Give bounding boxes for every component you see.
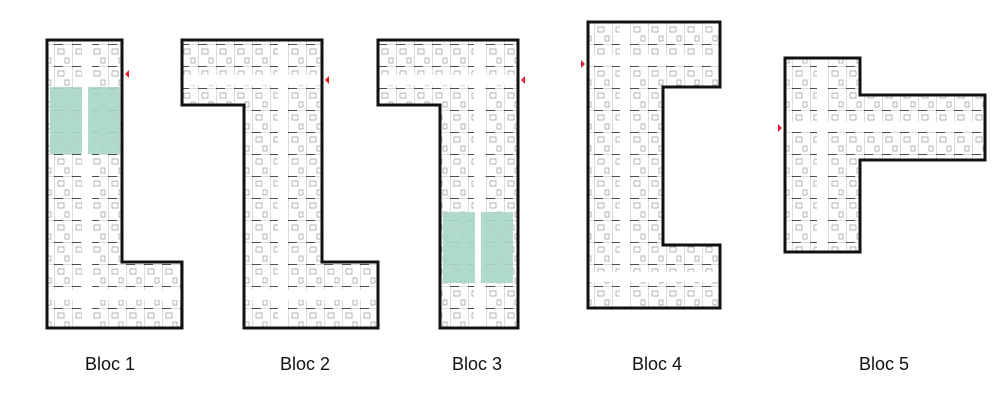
bloc-5-outer-wall	[783, 56, 987, 254]
bloc-1-outer-wall	[45, 38, 184, 330]
bloc-4-entrance-marker-icon	[581, 60, 585, 68]
bloc-1-corridor	[47, 290, 182, 300]
bloc-4-outer-wall	[586, 20, 722, 310]
bloc-5-corridor	[785, 122, 985, 132]
bloc-5-label: Bloc 5	[858, 354, 910, 374]
bloc-3-label: Bloc 3	[451, 354, 503, 374]
bloc-5-floor-plan	[785, 58, 985, 252]
bloc-4-label: Bloc 4	[631, 354, 683, 374]
bloc-2-corridor	[244, 290, 378, 300]
bloc-4-corridor	[620, 22, 630, 308]
bloc-3-corridor	[378, 75, 518, 85]
bloc-3-entrance-marker-icon	[521, 76, 525, 84]
bloc-2-corridor	[182, 75, 322, 85]
bloc-1-corridor	[82, 40, 92, 328]
bloc-4-corridor	[588, 55, 720, 65]
bloc-5-corridor	[817, 58, 827, 252]
bloc-2-entrance-marker-icon	[325, 76, 329, 84]
bloc-4-corridor	[588, 272, 720, 282]
bloc-3-outer-wall	[376, 38, 520, 330]
bloc-1-label: Bloc 1	[84, 354, 136, 374]
bloc-3-corridor	[474, 40, 484, 328]
bloc-2-corridor	[278, 40, 288, 328]
bloc-5-entrance-marker-icon	[778, 124, 782, 132]
bloc-1-floor-plan	[47, 40, 182, 328]
bloc-1-entrance-marker-icon	[125, 70, 129, 78]
bloc-2-label: Bloc 2	[279, 354, 331, 374]
bloc-2-outer-wall	[180, 38, 380, 330]
